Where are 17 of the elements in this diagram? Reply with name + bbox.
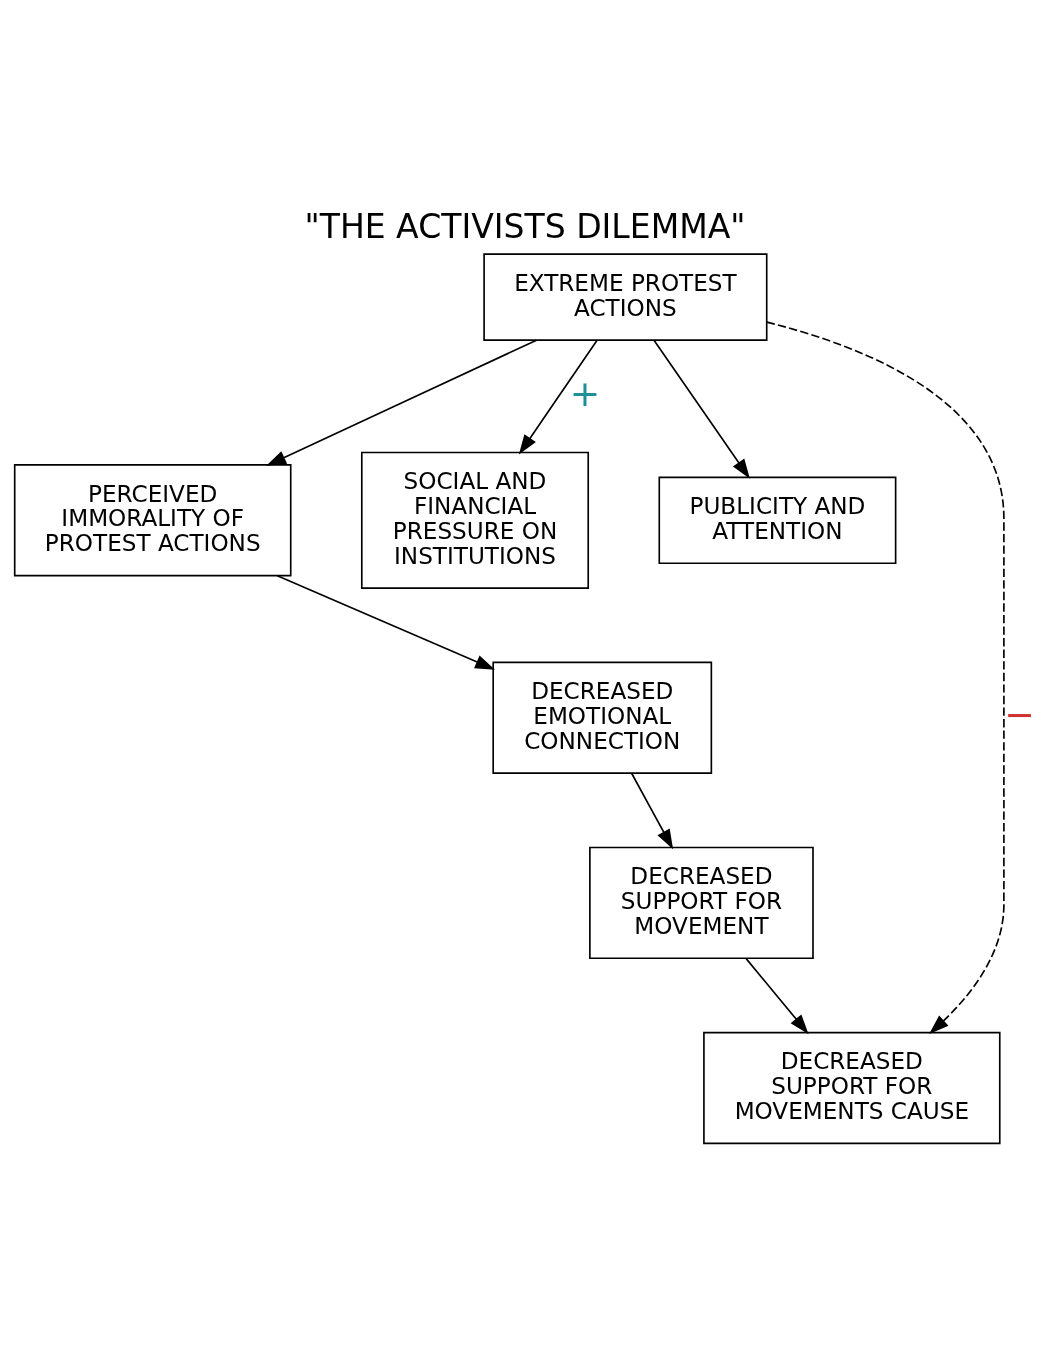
arrow (276, 574, 495, 670)
diagram-title: "THE ACTIVISTS DILEMMA" (304, 206, 746, 246)
node-box: DECREASED SUPPORT FOR MOVEMENT (589, 846, 814, 959)
node-box: PERCEIVED IMMORALITY OF PROTEST ACTIONS (13, 463, 292, 576)
node-box: SOCIAL AND FINANCIAL PRESSURE ON INSTITUTIONS (360, 451, 590, 589)
arrow (745, 957, 809, 1034)
node-box: DECREASED EMOTIONAL CONNECTION (492, 661, 713, 774)
arrow (518, 338, 598, 454)
arrow (653, 338, 750, 479)
arrow (766, 320, 1005, 1034)
edge-label: + (569, 371, 601, 415)
edge-label: − (1004, 692, 1035, 736)
arrow (630, 772, 674, 849)
node-box: DECREASED SUPPORT FOR MOVEMENTS CAUSE (703, 1031, 1001, 1144)
node-box: PUBLICITY AND ATTENTION (658, 476, 897, 564)
node-box: EXTREME PROTEST ACTIONS (483, 252, 768, 341)
arrow (266, 338, 538, 466)
